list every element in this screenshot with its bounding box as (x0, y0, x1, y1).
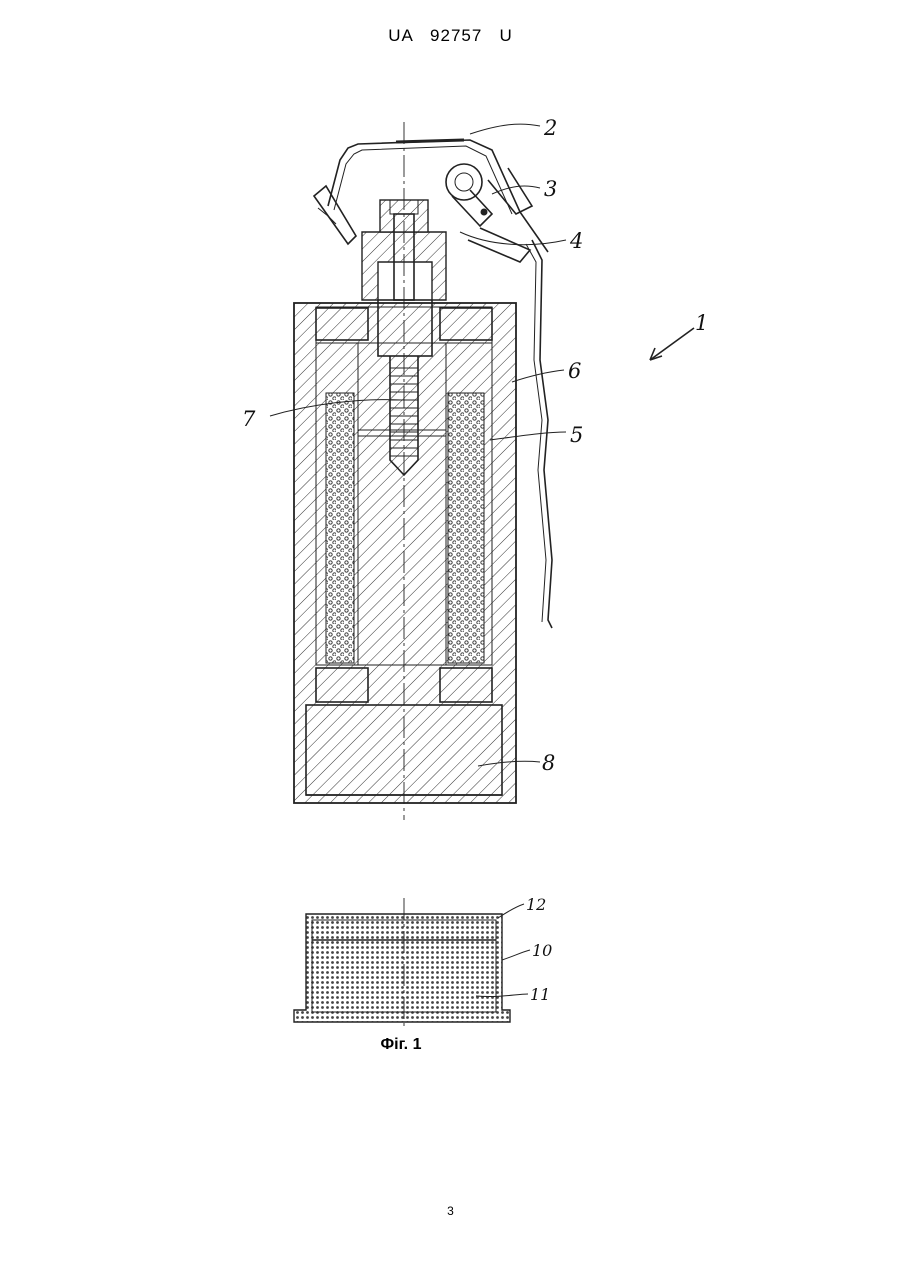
label-2: 2 (543, 116, 557, 140)
grenade-body (294, 300, 516, 803)
label-6: 6 (568, 359, 581, 383)
label-12: 12 (526, 895, 546, 914)
label-3: 3 (544, 177, 557, 201)
right-filler-column (448, 393, 484, 663)
label-1: 1 (695, 311, 708, 335)
label-8: 8 (542, 751, 555, 775)
label-7: 7 (242, 407, 256, 431)
label-5: 5 (570, 423, 583, 447)
label-11: 11 (530, 985, 550, 1004)
figure-caption: Фіг. 1 (346, 1036, 456, 1054)
bottom-cap-detail (294, 898, 510, 1030)
label-4: 4 (569, 229, 583, 253)
label-10: 10 (532, 941, 552, 960)
page-number: 3 (0, 1204, 901, 1218)
left-filler-column (326, 393, 354, 663)
